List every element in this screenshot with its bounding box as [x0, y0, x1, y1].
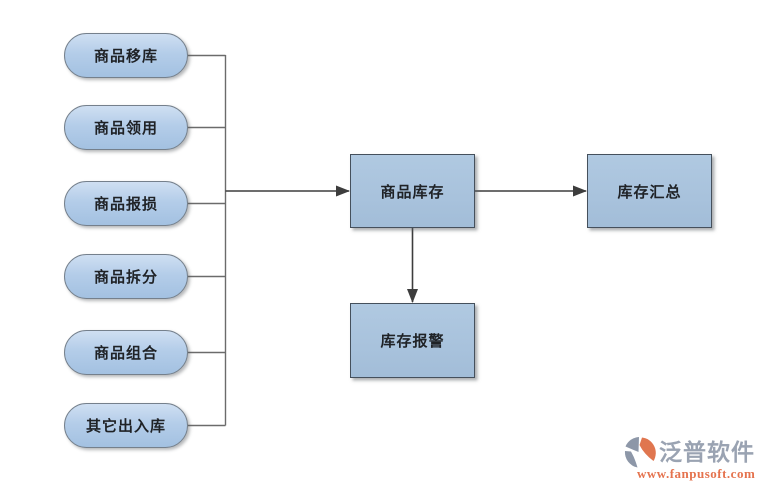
node-product-combine: 商品组合 [64, 330, 188, 375]
node-product-damage: 商品报损 [64, 181, 188, 226]
node-label: 商品领用 [93, 121, 158, 137]
node-other-in-out: 其它出入库 [64, 403, 188, 448]
brand-url: www.fanpusoft.com [637, 466, 756, 481]
node-inventory-summary: 库存汇总 [587, 154, 712, 228]
brand-watermark: 泛普软件 www.fanpusoft.com [623, 436, 775, 482]
node-product-split: 商品拆分 [64, 254, 188, 299]
fanpu-logo-icon [624, 437, 656, 468]
node-label: 商品拆分 [93, 270, 158, 286]
node-label: 库存报警 [380, 334, 445, 350]
node-product-inventory: 商品库存 [350, 154, 475, 228]
node-label: 库存汇总 [617, 184, 682, 201]
node-label: 商品报损 [93, 197, 158, 213]
node-label: 商品组合 [93, 346, 158, 362]
node-inventory-alert: 库存报警 [350, 303, 475, 378]
brand-name: 泛普软件 [659, 439, 755, 465]
node-label: 商品库存 [380, 184, 445, 201]
node-product-requisition: 商品领用 [64, 105, 188, 150]
node-label: 其它出入库 [85, 419, 166, 435]
node-label: 商品移库 [93, 49, 158, 65]
node-product-move: 商品移库 [64, 33, 188, 78]
